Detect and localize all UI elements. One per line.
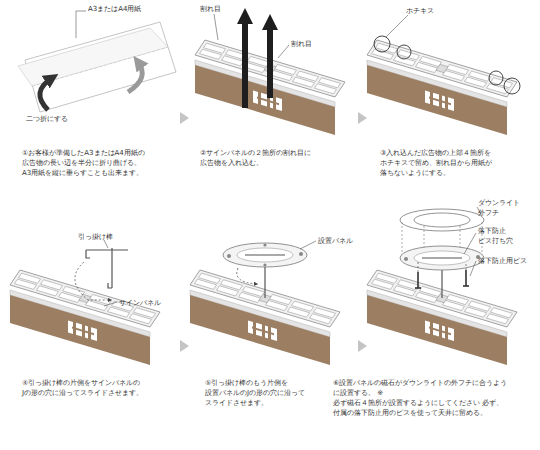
fall-prevention-screw	[415, 287, 421, 289]
insert-arrow	[237, 8, 253, 108]
step-caption: ⑤引っ掛け棒のもう片側を 設置パネルのJの形の穴に沿って スライドさせます。	[205, 378, 317, 408]
part-label: サインパネル	[119, 298, 161, 308]
leader-line	[104, 302, 117, 306]
step-arrow	[358, 112, 367, 124]
leader-line	[300, 241, 316, 249]
mounting-panel	[263, 263, 266, 266]
downlight-rim	[400, 209, 484, 231]
step-caption: ②サインパネルの２箇所の割れ目に 広告物を入れ込む。	[200, 148, 326, 168]
mounting-panel	[414, 251, 470, 265]
step-caption: ③入れ込んだ広告物の上部４箇所を ホチキスで留め、割れ目から用紙が 落ちないよう…	[380, 148, 506, 178]
hook-rod	[86, 248, 128, 288]
part-label: 割れ目	[291, 39, 312, 49]
leader-line	[104, 240, 108, 248]
staple-circle	[397, 45, 411, 59]
mounting-panel	[263, 243, 266, 246]
part-label: A3またはA4用紙	[88, 4, 141, 14]
leader-line	[214, 14, 289, 58]
insert-arrow	[237, 8, 278, 108]
leader-line	[386, 15, 408, 37]
leader-line	[278, 45, 289, 58]
downlight-rim	[414, 213, 470, 227]
leader-line	[76, 11, 86, 38]
staple-circle	[504, 78, 520, 94]
insert-arrow	[262, 14, 278, 98]
paper-illustration	[128, 62, 142, 92]
motion-arrow	[237, 268, 256, 284]
fall-prevention-screw	[465, 270, 467, 286]
part-label: ダウンライト 外フチ	[478, 198, 528, 218]
paper-illustration	[40, 78, 52, 110]
leader-line	[470, 261, 476, 276]
part-label: ホチキス	[406, 6, 434, 16]
step-arrow	[180, 112, 189, 124]
part-label: 割れ目	[200, 4, 221, 14]
mounting-panel	[223, 243, 307, 267]
part-label: 設置パネル	[318, 236, 353, 246]
hook-rod	[86, 249, 128, 250]
step-arrow	[358, 340, 367, 352]
part-label: 落下防止 ビス打ち穴	[478, 226, 528, 246]
step-arrow	[180, 340, 189, 352]
motion-arrow	[75, 262, 110, 300]
leader-line	[464, 233, 476, 254]
mounting-panel	[404, 257, 408, 261]
sign-panel	[10, 270, 160, 365]
hook-rod	[108, 283, 112, 288]
mounting-panel	[227, 254, 231, 258]
guide-line	[402, 222, 403, 258]
sign-panel	[367, 40, 517, 135]
leader-line	[386, 15, 408, 37]
leader-line	[214, 14, 218, 40]
mounting-panel	[400, 246, 484, 270]
mounting-panel	[422, 257, 462, 258]
mounting-panel	[299, 252, 303, 256]
paper-illustration	[18, 28, 168, 86]
hook-rod	[111, 248, 112, 288]
paper-illustration	[18, 22, 176, 112]
step-caption: ⑥設置パネルの磁石がダウンライトの外フチに合うよう に設置する。 ※必ず磁石４箇…	[333, 378, 523, 419]
fall-prevention-screw	[418, 262, 419, 272]
leader-line	[76, 11, 86, 38]
fall-prevention-screw	[466, 262, 467, 270]
staple-circle	[374, 36, 390, 52]
leader-line	[300, 241, 316, 249]
staple-circle	[489, 71, 503, 85]
step-caption: ①お客様が準備したA3またはA4用紙の 広告物の長い辺を半分に折り曲げる。 A3…	[22, 148, 157, 178]
fall-prevention-screw	[417, 272, 419, 288]
downlight-rim	[400, 209, 484, 231]
mounting-panel	[223, 243, 307, 267]
fall-prevention-screw	[463, 285, 469, 287]
hook-rod	[86, 250, 90, 258]
motion-arrow	[237, 268, 256, 284]
mounting-panel	[237, 248, 293, 262]
mounting-panel	[245, 254, 285, 255]
instruction-label: 二つ折にする	[26, 114, 68, 124]
motion-arrow	[75, 262, 110, 300]
staple-circle	[374, 36, 520, 94]
part-label: 落下防止用ビス	[478, 256, 527, 266]
step-caption: ④引っ掛け棒の片側をサインパネルの Jの形の穴に沿ってスライドさせます。	[22, 378, 158, 398]
mounting-panel	[400, 246, 484, 270]
leader-line	[104, 240, 117, 306]
fall-prevention-screw	[415, 262, 469, 288]
part-label: 引っ掛け棒	[78, 232, 113, 242]
